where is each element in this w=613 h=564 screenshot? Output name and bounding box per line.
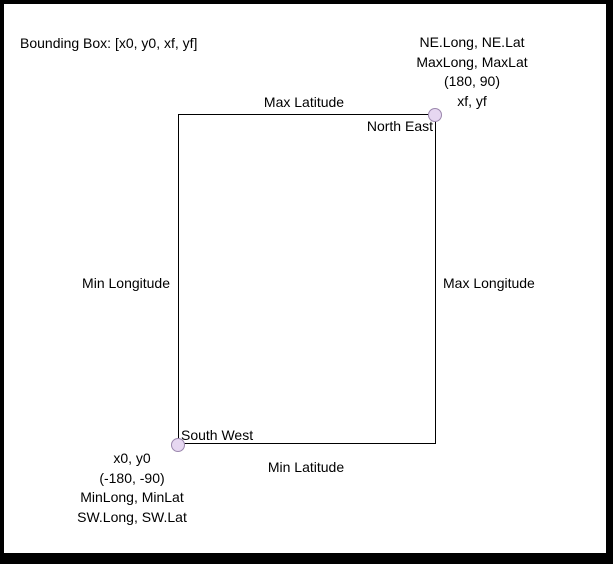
annotation-line: x0, y0 xyxy=(113,450,151,466)
bounding-box-rectangle xyxy=(178,114,436,444)
min-longitude-label: Min Longitude xyxy=(82,275,170,291)
annotation-line: (-180, -90) xyxy=(99,469,165,486)
north-east-corner-marker-icon xyxy=(428,108,442,122)
south-west-annotation: x0, y0 (-180, -90) MinLong, MinLat SW.Lo… xyxy=(52,449,212,527)
annotation-line: NE.Long, NE.Lat xyxy=(419,34,525,50)
max-latitude-label: Max Latitude xyxy=(263,94,345,110)
north-east-annotation: NE.Long, NE.Lat MaxLong, MaxLat (180, 90… xyxy=(407,33,537,111)
annotation-line: SW.Long, SW.Lat xyxy=(77,508,187,525)
south-west-corner-marker-icon xyxy=(171,438,185,452)
south-west-corner-label: South West xyxy=(181,427,254,443)
annotation-line: MaxLong, MaxLat xyxy=(416,53,528,70)
annotation-line: MinLong, MinLat xyxy=(80,489,184,505)
north-east-corner-label: North East xyxy=(366,118,433,134)
annotation-line: (180, 90) xyxy=(443,73,501,89)
diagram-title: Bounding Box: [x0, y0, xf, yf] xyxy=(20,35,198,51)
max-longitude-label: Max Longitude xyxy=(443,275,535,291)
min-latitude-label: Min Latitude xyxy=(267,459,345,475)
annotation-line: xf, yf xyxy=(457,92,487,109)
